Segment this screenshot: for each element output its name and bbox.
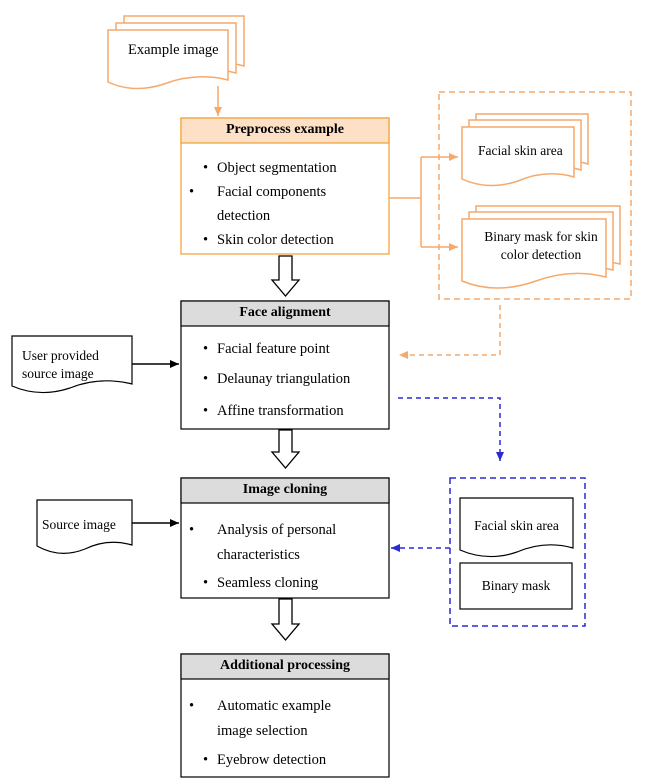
- hollow-arrow-3: [270, 598, 301, 642]
- additional-processing-item: •Eyebrow detection: [203, 752, 327, 768]
- face-alignment-box: [180, 300, 390, 430]
- preprocess-item: •Object segmentation: [203, 160, 337, 176]
- additional-processing-title: Additional processing: [219, 658, 351, 673]
- aligned-facial-skin-doc: [459, 497, 574, 558]
- source-image-label: Source image: [42, 517, 116, 532]
- preprocess-item: •Skin color detection: [203, 232, 334, 248]
- preprocess-output-container: [438, 91, 632, 300]
- additional-processing-item: •Automatic example image selection: [189, 698, 331, 739]
- preprocess-branch-arrows: [389, 153, 458, 251]
- face-alignment-item: •Delaunay triangulation: [203, 371, 351, 387]
- user-source-image-label: User provided source image: [22, 348, 99, 381]
- blue-dashed-arrow-down: [398, 397, 504, 461]
- facial-skin-area-doc: [461, 113, 589, 187]
- preprocess-box: [180, 117, 390, 255]
- preprocess-title: Preprocess example: [225, 122, 345, 137]
- binary-mask-label: Binary mask for skin color detection: [484, 229, 598, 262]
- orange-dashed-return-arrow: [399, 305, 501, 359]
- facial-skin-area-label: Facial skin area: [478, 143, 563, 158]
- image-cloning-box: [180, 477, 390, 599]
- hollow-arrow-2: [270, 429, 301, 470]
- face-alignment-item: •Facial feature point: [203, 341, 330, 357]
- example-image-label: Example image: [128, 42, 219, 58]
- source-image-doc: [36, 499, 133, 554]
- preprocess-item: •Facial components detection: [189, 184, 327, 224]
- aligned-output-container: [449, 477, 586, 627]
- hollow-arrow-1: [270, 255, 301, 298]
- face-alignment-item: •Affine transformation: [203, 403, 344, 419]
- aligned-binary-mask-label: Binary mask: [481, 578, 551, 593]
- face-alignment-title: Face alignment: [239, 305, 331, 320]
- binary-mask-doc: [461, 205, 621, 289]
- image-cloning-item: •Analysis of personal characteristics: [189, 522, 337, 563]
- image-cloning-title: Image cloning: [242, 482, 328, 497]
- example-image-doc: [107, 15, 245, 90]
- image-cloning-item: •Seamless cloning: [203, 575, 319, 591]
- user-source-image-doc: [11, 335, 133, 394]
- aligned-facial-skin-label: Facial skin area: [474, 518, 559, 533]
- aligned-binary-mask-box: [459, 562, 573, 610]
- additional-processing-box: [180, 653, 390, 778]
